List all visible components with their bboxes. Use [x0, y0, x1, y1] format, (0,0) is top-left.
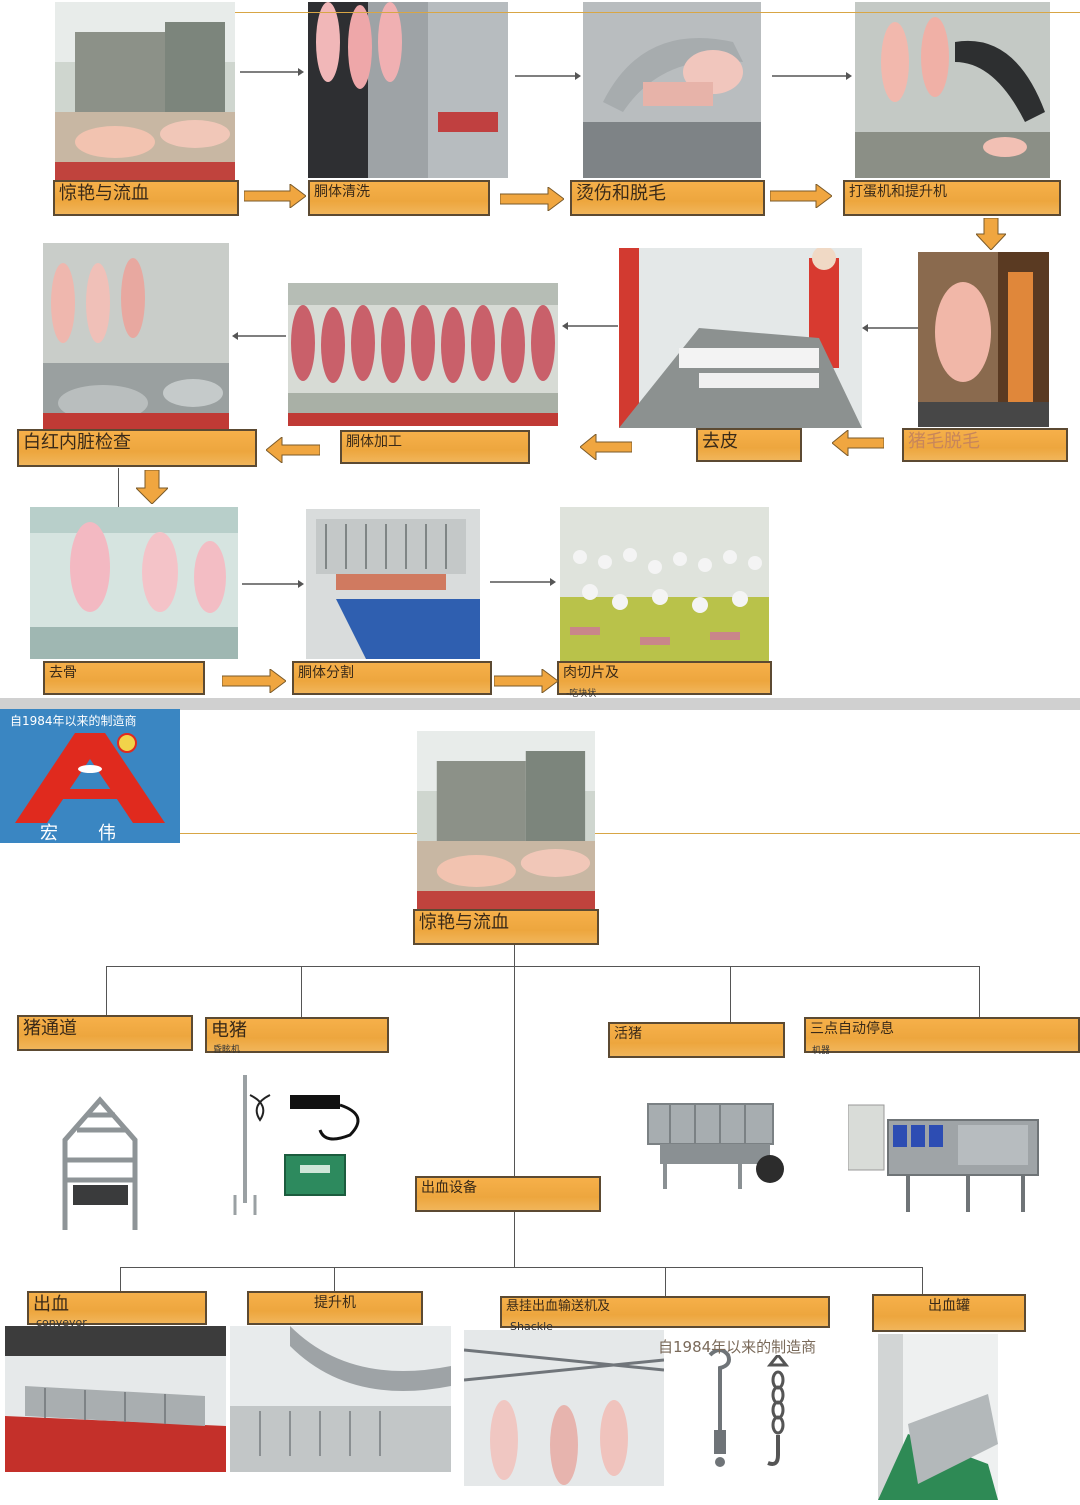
tree-root-label: 惊艳与流血 — [413, 909, 599, 945]
tree-connector — [665, 1267, 666, 1297]
tree-connector — [979, 966, 980, 1018]
tree-sublabel-shackle: Shackle — [510, 1320, 553, 1333]
equipment-three-point-machine — [848, 1104, 1039, 1212]
photo-deboning — [30, 507, 238, 659]
step-label-stunning: 惊艳与流血 — [53, 180, 239, 216]
step-label-viscera: 白红内脏检查 — [17, 429, 257, 467]
tree-label-live-pig: 活猪 — [608, 1022, 785, 1058]
tree-connector — [106, 966, 107, 1016]
photo-skinning — [619, 248, 862, 428]
equipment-live-pig-conveyor — [647, 1103, 784, 1189]
tree-label-three-point: 三点自动停息 — [804, 1017, 1080, 1053]
step-label-processing: 胴体加工 — [340, 430, 530, 464]
photo-scalding-dehairing — [583, 2, 761, 178]
tree-connector — [922, 1267, 923, 1295]
company-logo: 自1984年以来的制造商 宏伟 — [0, 709, 180, 843]
photo-singeing — [918, 252, 1049, 427]
photo-root-stunning — [417, 731, 595, 909]
hook-caption: 自1984年以来的制造商 — [658, 1338, 817, 1356]
flow-arrow — [490, 578, 556, 586]
orange-arrow-right — [222, 669, 286, 693]
photo-bleeding-conveyor — [5, 1326, 226, 1472]
tree-connector — [301, 966, 302, 1018]
tree-sublabel-electric-stunner: 昏眩机 — [213, 1045, 241, 1055]
photo-lifter — [230, 1326, 451, 1472]
tree-connector — [334, 1267, 335, 1293]
photo-carcass-processing — [288, 283, 558, 426]
step-label-skinning: 去皮 — [696, 428, 802, 462]
photo-carcass-washing — [308, 2, 508, 178]
logo-tagline: 自1984年以来的制造商 — [10, 714, 137, 728]
flow-arrow-left — [562, 322, 618, 330]
decor-line — [180, 833, 1080, 834]
flow-arrow-left — [862, 324, 918, 332]
connector-line — [118, 468, 119, 508]
step-label-elevator: 打蛋机和提升机 — [843, 180, 1061, 216]
tree-label-electric-stunner: 电猪 — [205, 1017, 389, 1053]
tree-sublabel-bleeding-conveyor: conveyor — [36, 1316, 87, 1329]
flow-arrow — [242, 580, 304, 588]
flow-arrow — [515, 72, 581, 80]
flow-arrow — [772, 72, 852, 80]
tree-label-bleeding-equipment: 出血设备 — [415, 1176, 601, 1212]
tree-label-pig-passage: 猪通道 — [17, 1015, 193, 1051]
tree-connector — [514, 945, 515, 1267]
step-label-cutting: 胴体分割 — [292, 661, 492, 695]
orange-arrow-left — [266, 437, 320, 463]
tree-connector — [730, 966, 731, 1022]
step-label-washing: 胴体清洗 — [308, 180, 490, 216]
step-label-slicing: 肉切片及 — [557, 661, 772, 695]
tree-connector — [120, 1267, 923, 1268]
photo-bleeding-tank — [878, 1334, 998, 1500]
shackle-hook-icon — [708, 1350, 731, 1467]
shackle-chain-icon — [766, 1355, 790, 1466]
step-label-singeing: 猪毛脱毛 — [902, 428, 1068, 462]
orange-arrow-right — [500, 187, 564, 211]
logo-emblem-icon — [15, 733, 165, 823]
orange-arrow-down — [136, 470, 168, 504]
step-label-scalding: 烫伤和脱毛 — [570, 180, 765, 216]
tree-label-bleeding-conveyor: 出血 — [27, 1291, 207, 1325]
tree-label-hanging-conveyor: 悬挂出血输送机及 — [500, 1296, 830, 1328]
decor-line — [235, 12, 1080, 13]
orange-arrow-right — [494, 669, 558, 693]
photo-carcass-cutting — [306, 509, 480, 659]
photo-hanging-conveyor — [464, 1330, 664, 1486]
tree-connector — [120, 1267, 121, 1293]
step-label-deboning: 去骨 — [43, 661, 205, 695]
photo-dehairing-elevator — [855, 2, 1050, 178]
photo-meat-cutting-hall — [560, 507, 769, 662]
equipment-electric-stunner — [233, 1075, 360, 1215]
flow-arrow-left — [232, 332, 286, 340]
section-divider — [0, 698, 1080, 710]
tree-label-bleeding-tank: 出血罐 — [872, 1294, 1026, 1332]
orange-arrow-left — [832, 430, 884, 456]
orange-arrow-right — [770, 184, 832, 208]
equipment-pig-passage — [62, 1096, 138, 1230]
orange-arrow-left — [580, 434, 632, 460]
tree-label-lifter: 提升机 — [247, 1291, 423, 1325]
step-subcaption-slicing: -吃块状 — [566, 689, 597, 699]
photo-viscera-inspection — [43, 243, 229, 429]
orange-arrow-right — [244, 184, 306, 208]
tree-sublabel-three-point: 机器 — [812, 1046, 831, 1056]
tree-connector — [106, 966, 980, 967]
photo-stunning-bleeding — [55, 2, 235, 180]
flow-arrow — [240, 68, 304, 76]
orange-arrow-down — [976, 218, 1006, 250]
logo-name: 宏伟 — [40, 823, 156, 843]
